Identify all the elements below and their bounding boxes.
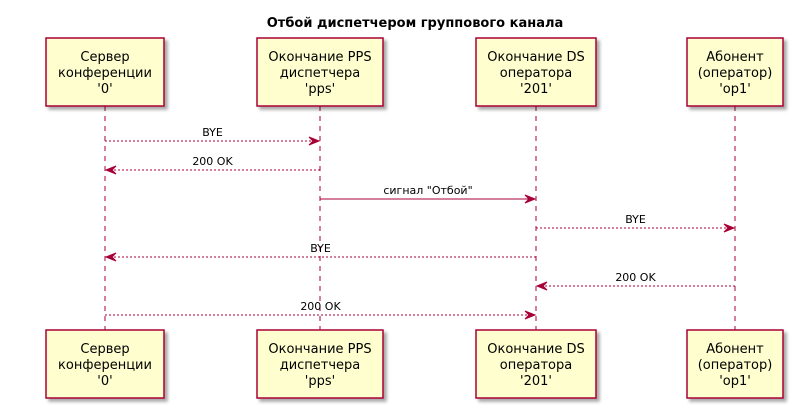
participant-label-line: Окончание DS xyxy=(487,50,585,65)
participant-box xyxy=(45,37,165,107)
participant-label-line: '201' xyxy=(520,82,552,97)
message-label: BYE xyxy=(625,213,646,226)
message-label: BYE xyxy=(310,242,331,255)
arrow-head xyxy=(524,310,537,320)
participant-label-line: Окончание PPS xyxy=(268,50,371,65)
participant-box xyxy=(686,329,784,399)
message-4: BYE xyxy=(536,213,736,233)
participant-box xyxy=(475,329,597,399)
participant-label-line: 'op1' xyxy=(719,374,751,389)
arrow-head xyxy=(535,281,548,291)
participant-box xyxy=(45,329,165,399)
participant-label-line: '0' xyxy=(97,374,112,389)
messages: BYE 200 OK сигнал "Отбой" BYE BYE 200 OK 200 O… xyxy=(104,126,736,320)
arrow-head xyxy=(104,252,117,262)
arrow-head xyxy=(104,165,117,175)
message-label: BYE xyxy=(202,126,223,139)
arrow-head xyxy=(723,223,736,233)
arrow-head xyxy=(524,194,537,204)
message-1: BYE xyxy=(105,126,321,146)
participant-label-line: Абонент xyxy=(706,342,764,357)
participant-label-line: Сервер xyxy=(80,50,129,65)
message-2: 200 OK xyxy=(104,155,320,175)
arrow-head xyxy=(308,136,321,146)
participant-label-line: конференции xyxy=(58,66,152,81)
participant-box xyxy=(256,37,384,107)
message-label: 200 OK xyxy=(615,271,656,284)
message-3: сигнал "Отбой" xyxy=(320,184,537,204)
message-label: 200 OK xyxy=(300,300,341,313)
participant-label-line: (оператор) xyxy=(698,358,773,373)
participant-label-line: оператора xyxy=(500,358,572,373)
participant-label-line: диспетчера xyxy=(280,66,361,81)
participant-box xyxy=(475,37,597,107)
message-5: BYE xyxy=(104,242,536,262)
participant-label-line: Сервер xyxy=(80,342,129,357)
participant-label-line: 'op1' xyxy=(719,82,751,97)
message-label: сигнал "Отбой" xyxy=(383,184,472,197)
participant-label-line: Абонент xyxy=(706,50,764,65)
lifelines xyxy=(104,106,736,330)
participant-label-line: '201' xyxy=(520,374,552,389)
participant-label-line: Окончание PPS xyxy=(268,342,371,357)
participant-label-line: Окончание DS xyxy=(487,342,585,357)
participant-label-line: диспетчера xyxy=(280,358,361,373)
participant-box xyxy=(256,329,384,399)
participant-label-line: '0' xyxy=(97,82,112,97)
participant-label-line: конференции xyxy=(58,358,152,373)
participant-op1-top: Абонент(оператор)'op1' xyxy=(686,37,784,107)
message-7: 200 OK xyxy=(105,300,537,320)
message-6: 200 OK xyxy=(535,271,735,291)
participant-op1-bottom: Абонент(оператор)'op1' xyxy=(686,329,784,399)
participant-label-line: 'pps' xyxy=(305,82,335,97)
message-label: 200 OK xyxy=(192,155,233,168)
participant-label-line: оператора xyxy=(500,66,572,81)
participant-label-line: (оператор) xyxy=(698,66,773,81)
participant-box xyxy=(686,37,784,107)
diagram-title: Отбой диспетчером группового канала xyxy=(267,16,564,31)
participant-label-line: 'pps' xyxy=(305,374,335,389)
